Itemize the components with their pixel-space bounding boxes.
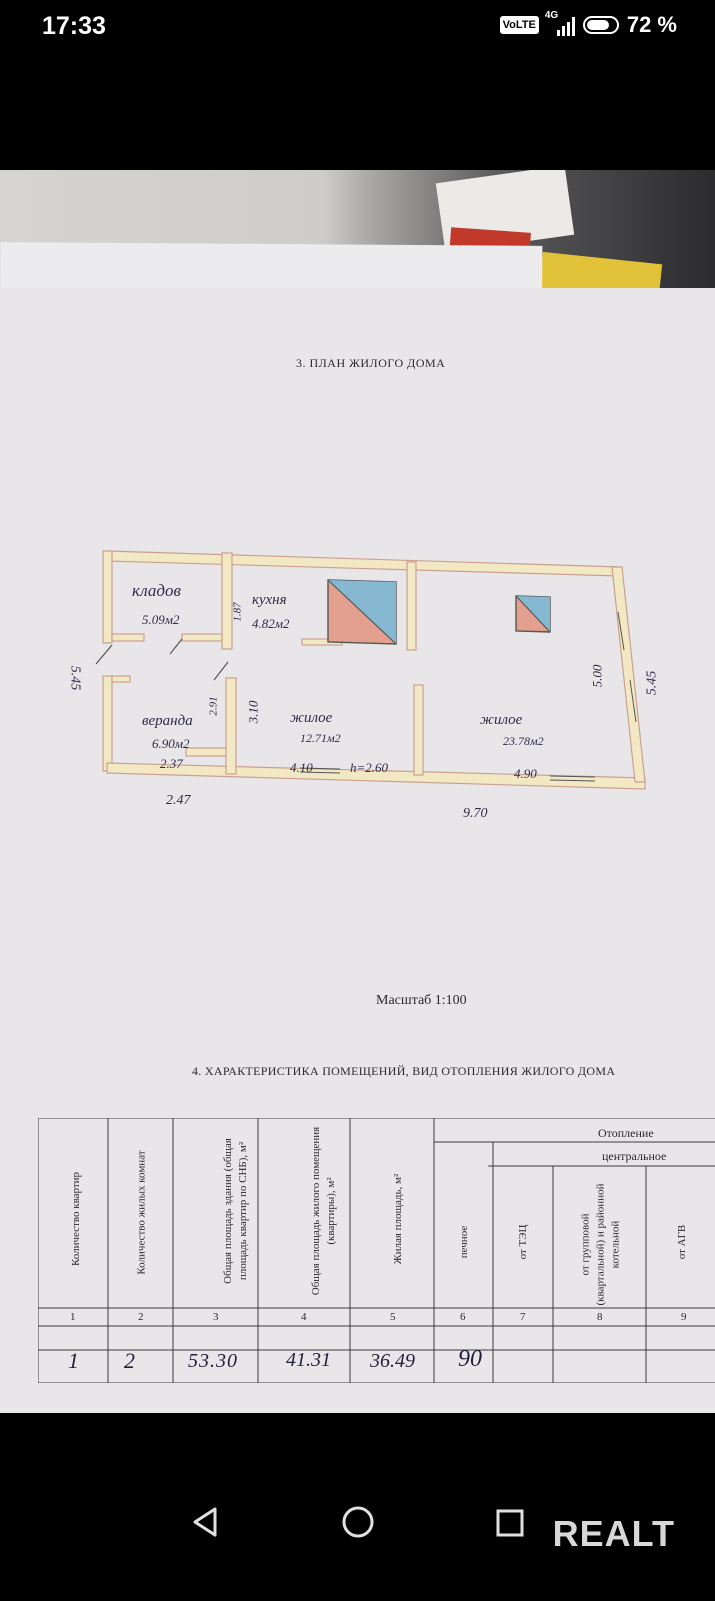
col-number-7: 7 (520, 1311, 526, 1323)
col-header-dwelling-area: Общая площадь жилого помещения (квартиры… (310, 1126, 337, 1296)
wall-top (106, 550, 621, 577)
dim-veranda-outer: 2.47 (166, 793, 191, 808)
volte-badge: VoLTE (499, 16, 539, 34)
col-number-3: 3 (213, 1311, 219, 1323)
col-header-boiler: от групповой (квартальной) и районной ко… (579, 1183, 622, 1306)
room-living1-area: 12.71м2 (300, 731, 341, 745)
dim-room2-width: 4.90 (514, 766, 537, 781)
status-icons: VoLTE 4G 72 % (499, 10, 677, 38)
section4-title: 4. ХАРАКТЕРИСТИКА ПОМЕЩЕНИЙ, ВИД ОТОПЛЕН… (192, 1064, 616, 1078)
col-header-agv: от АГВ (676, 1224, 688, 1260)
room-living2-name: жилое (480, 712, 523, 728)
wall-veranda-bottom (185, 747, 227, 757)
dim-veranda-width: 2.37 (160, 756, 183, 771)
dim-left-height: 5.45 (67, 665, 83, 691)
col-number-6: 6 (460, 1311, 466, 1323)
col-number-5: 5 (390, 1311, 396, 1323)
stove-icon (327, 579, 397, 645)
wall-rooms-divider (413, 684, 424, 776)
col-number-2: 2 (138, 1311, 144, 1323)
room-living1-name: жилое (290, 710, 333, 726)
dim-room-inner: 3.10 (245, 700, 261, 724)
cell-building-area: 53.30 (188, 1350, 238, 1372)
scale-label: Масштаб 1:100 (376, 993, 467, 1008)
status-time: 17:33 (42, 12, 106, 40)
room-living2-area: 23.78м2 (503, 734, 544, 748)
cell-stove: 90 (458, 1346, 482, 1372)
floor-plan (95, 550, 646, 790)
cell-living-area: 36.49 (370, 1350, 415, 1372)
dim-room1-width: 4.10 (290, 760, 313, 775)
battery-icon (582, 16, 619, 34)
rooms-table: Отопление центральное Количество квартир… (38, 1118, 715, 1383)
back-icon[interactable] (189, 1505, 223, 1539)
room-kitchen-name: кухня (252, 592, 287, 608)
col-header-rooms: Количество жилых комнат (135, 1150, 148, 1275)
wall-bottom (106, 762, 646, 790)
dim-veranda-inner: 2.91 (207, 696, 220, 716)
document-photo: 3. ПЛАН ЖИЛОГО ДОМА (0, 170, 715, 1413)
room-veranda-name: веранда (142, 713, 193, 729)
room-veranda-area: 6.90м2 (152, 736, 190, 751)
room-storage-area: 5.09м2 (142, 612, 180, 627)
recents-icon[interactable] (494, 1507, 526, 1539)
battery-percent: 72 % (626, 12, 677, 37)
wall-left-lower (102, 675, 113, 772)
cell-rooms: 2 (124, 1348, 135, 1373)
col-header-building-area: Общая площадь здания (общая площадь квар… (222, 1138, 249, 1284)
document-paper (0, 288, 715, 1413)
col-header-apartments: Количество квартир (70, 1171, 82, 1267)
wall-kitchen-left (221, 552, 233, 650)
col-number-9: 9 (681, 1311, 687, 1323)
status-bar: 17:33 VoLTE 4G 72 % (0, 0, 715, 56)
dim-total-width: 9.70 (463, 806, 488, 821)
heating-header: Отопление (598, 1126, 654, 1140)
home-icon[interactable] (340, 1504, 376, 1540)
central-header: центральное (602, 1149, 667, 1163)
col-number-1: 1 (70, 1311, 76, 1323)
wall-kitchen-right (406, 561, 417, 651)
dim-right-inner: 5.00 (589, 664, 605, 688)
col-header-stove: печное (458, 1225, 470, 1259)
room-storage-name: кладов (132, 581, 181, 600)
col-header-chp: от ТЭЦ (517, 1224, 529, 1260)
wall-right (611, 566, 646, 783)
cell-dwelling-area: 41.31 (286, 1349, 331, 1371)
col-number-8: 8 (597, 1311, 603, 1323)
network-type-label: 4G (544, 10, 559, 21)
wall-veranda-top (111, 675, 131, 683)
room-kitchen-area: 4.82м2 (252, 616, 290, 631)
col-number-4: 4 (301, 1311, 307, 1323)
dim-ceiling-height: h=2.60 (350, 760, 389, 775)
wall-room1-left (225, 677, 237, 775)
col-header-living-area: Жилая площадь, м² (392, 1173, 404, 1265)
wall-storage-bottom (111, 633, 145, 642)
wall-storage-bottom-2 (181, 633, 223, 642)
section3-title: 3. ПЛАН ЖИЛОГО ДОМА (296, 356, 446, 370)
dim-right-height: 5.45 (644, 670, 660, 696)
signal-icon: 4G (545, 10, 575, 36)
wall-left-upper (102, 550, 113, 644)
dim-kitchen-inner: 1.87 (231, 602, 244, 622)
cell-apartments: 1 (68, 1348, 79, 1373)
heater-icon (515, 595, 551, 633)
realt-watermark: REALT (552, 1513, 675, 1554)
navigation-bar: REALT (0, 1413, 715, 1601)
